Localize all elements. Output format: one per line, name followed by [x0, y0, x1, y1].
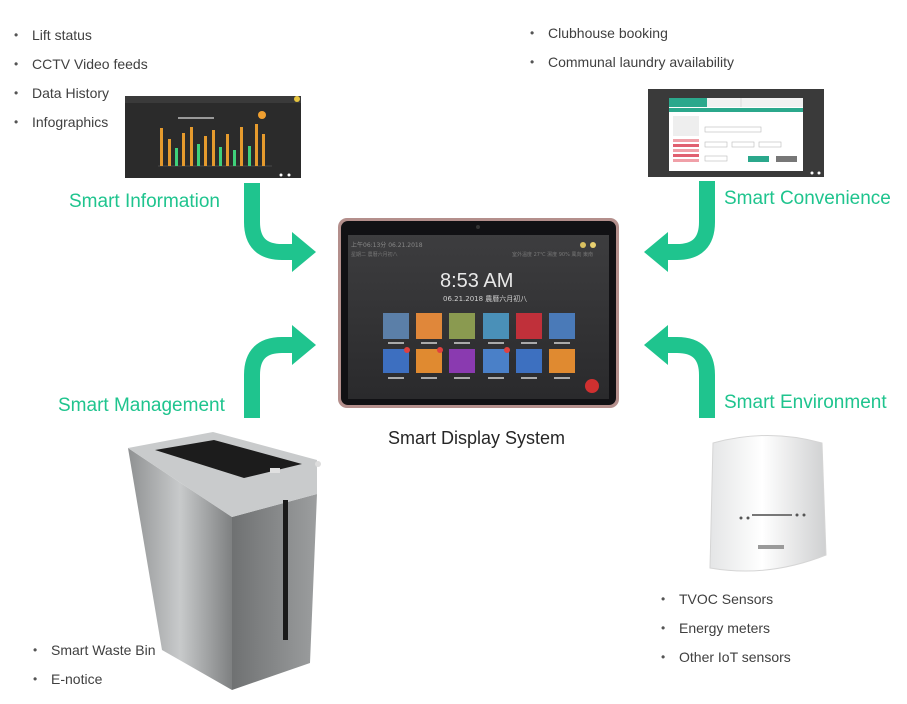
arrow-information — [244, 183, 296, 260]
arrow-management — [244, 337, 296, 418]
smart-information-bullets: Lift status CCTV Video feeds Data Histor… — [12, 26, 148, 142]
smart-environment-label: Smart Environment — [724, 392, 887, 413]
list-item: Lift status — [12, 26, 148, 55]
display-status-left: 上午06:13分 06.21.2018 — [351, 242, 423, 249]
smart-management-label: Smart Management — [58, 395, 225, 416]
arrowhead-management — [292, 325, 316, 365]
smart-convenience-bullets: Clubhouse booking Communal laundry avail… — [528, 24, 734, 82]
arrowhead-convenience — [644, 232, 668, 272]
list-item: Communal laundry availability — [528, 53, 734, 82]
list-item: Other IoT sensors — [659, 648, 791, 677]
display-clock: 8:53 AM — [440, 270, 514, 292]
list-item: Data History — [12, 84, 148, 113]
display-status-right: 室外溫度 27℃ 濕度 90% 風向 東南 — [512, 252, 594, 258]
list-item: CCTV Video feeds — [12, 55, 148, 84]
smart-convenience-label: Smart Convenience — [724, 188, 891, 209]
arrowhead-information — [292, 232, 316, 272]
list-item: Infographics — [12, 113, 148, 142]
arrow-convenience — [664, 181, 715, 260]
list-item: Smart Waste Bin — [31, 641, 156, 670]
smart-environment-bullets: TVOC Sensors Energy meters Other IoT sen… — [659, 590, 791, 677]
list-item: Energy meters — [659, 619, 791, 648]
smart-display-caption: Smart Display System — [388, 428, 566, 448]
display-status-left-2: 星期二 農曆六月初八 — [351, 252, 398, 258]
smart-management-bullets: Smart Waste Bin E-notice — [31, 641, 156, 699]
arrowhead-environment — [644, 325, 668, 365]
list-item: TVOC Sensors — [659, 590, 791, 619]
list-item: E-notice — [31, 670, 156, 699]
display-date: 06.21.2018 農曆六月初八 — [443, 295, 528, 303]
smart-information-label: Smart Information — [69, 191, 220, 212]
list-item: Clubhouse booking — [528, 24, 734, 53]
arrow-environment — [664, 337, 715, 418]
